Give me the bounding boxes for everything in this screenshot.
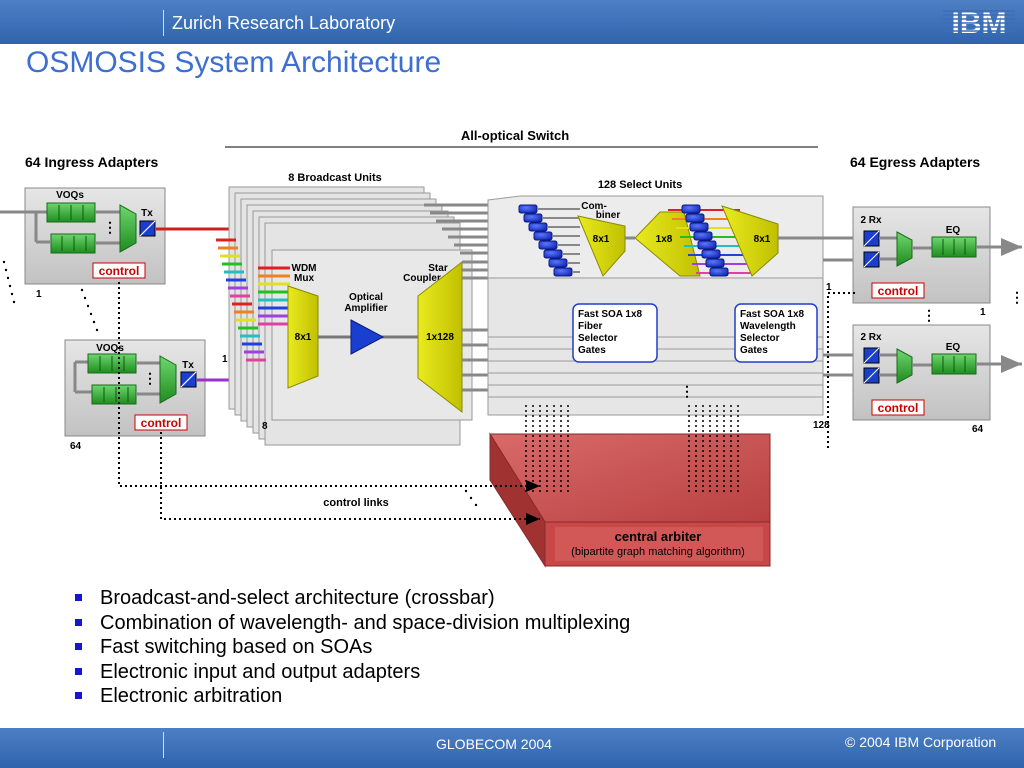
fiber-gate-line3: Selector (578, 333, 618, 344)
select-right-ratio: 8x1 (754, 234, 771, 245)
wdm-mux (287, 285, 319, 389)
ingress-mux (119, 204, 137, 253)
ingress-mux (159, 355, 177, 404)
header-bar: Zurich Research Laboratory IBM (0, 0, 1024, 44)
star-coupler (417, 260, 463, 414)
amp-line1: Optical (349, 292, 383, 303)
select-ellipsis: ⋮ (680, 383, 694, 399)
combiner-line1: Com- (581, 201, 607, 212)
control-links-ellipsis (464, 489, 478, 507)
egress-control-label: control (878, 401, 919, 415)
wavelength-gate-line1: Fast SOA 1x8 (740, 309, 805, 320)
architecture-diagram: All-optical Switch 64 Ingress Adapters 6… (0, 128, 1024, 568)
broadcast-first-index: 1 (222, 354, 228, 365)
coupler-ratio: 1x128 (426, 332, 454, 343)
voq-queue (50, 233, 96, 254)
footer-divider (163, 732, 164, 758)
arbiter-title: central arbiter (615, 529, 702, 544)
footer-event: GLOBECOM 2004 (436, 736, 552, 752)
ingress-label: 64 Ingress Adapters (25, 154, 159, 170)
egress-mux (896, 348, 913, 384)
wavelength-gate-line4: Gates (740, 345, 768, 356)
wavelength-gate-line3: Selector (740, 333, 780, 344)
egress-last-index: 64 (972, 424, 984, 435)
egress-adapter-64: 2 Rx EQ control 64 (852, 324, 1022, 435)
egress-adapter-1: 2 Rx EQ control 1 (852, 206, 1022, 318)
optical-amplifier-icon (350, 319, 385, 355)
egress-control-label: control (878, 284, 919, 298)
egress-ellipsis: ⋮ (922, 307, 936, 323)
egress-mux (896, 231, 913, 267)
select-left-ratio: 8x1 (593, 234, 610, 245)
broadcast-last-index: 8 (262, 421, 268, 432)
ingress-control-label: control (99, 264, 140, 278)
voqs-label: VOQs (56, 190, 84, 201)
bullet-item: Combination of wavelength- and space-div… (70, 611, 630, 636)
switch-label: All-optical Switch (461, 128, 569, 143)
svg-text:⋮: ⋮ (103, 219, 117, 235)
header-divider (163, 10, 164, 36)
ingress-last-index: 64 (70, 441, 82, 452)
ingress-adapter-64: VOQs ⋮ Tx control 64 (64, 339, 206, 452)
wavelength-selector-gates (681, 204, 729, 277)
egress-label: 64 Egress Adapters (850, 154, 980, 170)
tx-label: Tx (141, 208, 153, 219)
ingress-adapter-1: VOQs ⋮ Tx control 1 (0, 187, 166, 300)
fiber-gate-callout: Fast SOA 1x8 Fiber Selector Gates (572, 303, 658, 363)
wdm-mux-line2: Mux (294, 273, 314, 284)
wavelength-gate-line2: Wavelength (740, 321, 796, 332)
select-first-index: 1 (826, 282, 832, 293)
egress-right-ellipsis: ⋮ (1010, 289, 1024, 305)
rx-label: 2 Rx (860, 332, 882, 343)
fiber-gate-line2: Fiber (578, 321, 603, 332)
footer-copyright: © 2004 IBM Corporation (845, 734, 997, 750)
output-combiner (721, 205, 779, 277)
combiner (577, 215, 626, 277)
ingress-first-index: 1 (36, 289, 42, 300)
slide-title: OSMOSIS System Architecture (26, 46, 442, 79)
coupler-line2: Coupler (403, 273, 441, 284)
wdm-mux-ratio: 8x1 (295, 332, 312, 343)
footer-bar: GLOBECOM 2004 © 2004 IBM Corporation (0, 728, 1024, 768)
voqs-label: VOQs (96, 343, 124, 354)
ingress-control-box (92, 262, 146, 279)
wdm-mux-line1: WDM (292, 263, 317, 274)
control-links (118, 282, 855, 525)
eq-label: EQ (946, 225, 961, 236)
select-last-index: 128 (813, 420, 830, 431)
ingress-ellipsis (2, 260, 99, 332)
fiber-gate-line1: Fast SOA 1x8 (578, 309, 643, 320)
rx-label: 2 Rx (860, 215, 882, 226)
svg-text:⋮: ⋮ (143, 370, 157, 386)
amp-line2: Amplifier (344, 303, 387, 314)
bullet-item: Electronic input and output adapters (70, 660, 630, 685)
egress-control-box (871, 399, 925, 416)
ibm-logo: IBM (943, 7, 1015, 38)
combiner-line2: biner (596, 210, 621, 221)
egress-control-box (871, 282, 925, 299)
lab-name: Zurich Research Laboratory (172, 13, 396, 33)
ingress-control-box (134, 414, 188, 431)
bullet-item: Broadcast-and-select architecture (cross… (70, 586, 630, 611)
wavelength-gate-callout: Fast SOA 1x8 Wavelength Selector Gates (734, 303, 818, 363)
tx-label: Tx (182, 360, 194, 371)
eq-label: EQ (946, 342, 961, 353)
fiber-selector-gates (518, 204, 573, 277)
central-arbiter: central arbiter (bipartite graph matchin… (489, 432, 771, 568)
coupler-line1: Star (428, 263, 448, 274)
bullet-item: Electronic arbitration (70, 684, 630, 709)
broadcast-units-label: 8 Broadcast Units (288, 172, 382, 184)
ingress-control-label: control (141, 416, 182, 430)
bullet-list: Broadcast-and-select architecture (cross… (70, 586, 630, 709)
voq-queue (91, 384, 137, 405)
wavelength-stubs (216, 238, 290, 362)
select-units-label: 128 Select Units (598, 179, 682, 191)
arbiter-subtitle: (bipartite graph matching algorithm) (571, 546, 745, 558)
control-links-label: control links (323, 497, 388, 509)
select-mid-ratio: 1x8 (656, 234, 673, 245)
fiber-gate-line4: Gates (578, 345, 606, 356)
broadcast-unit-stack (228, 186, 473, 446)
bullet-item: Fast switching based on SOAs (70, 635, 630, 660)
egress-first-index: 1 (980, 307, 986, 318)
